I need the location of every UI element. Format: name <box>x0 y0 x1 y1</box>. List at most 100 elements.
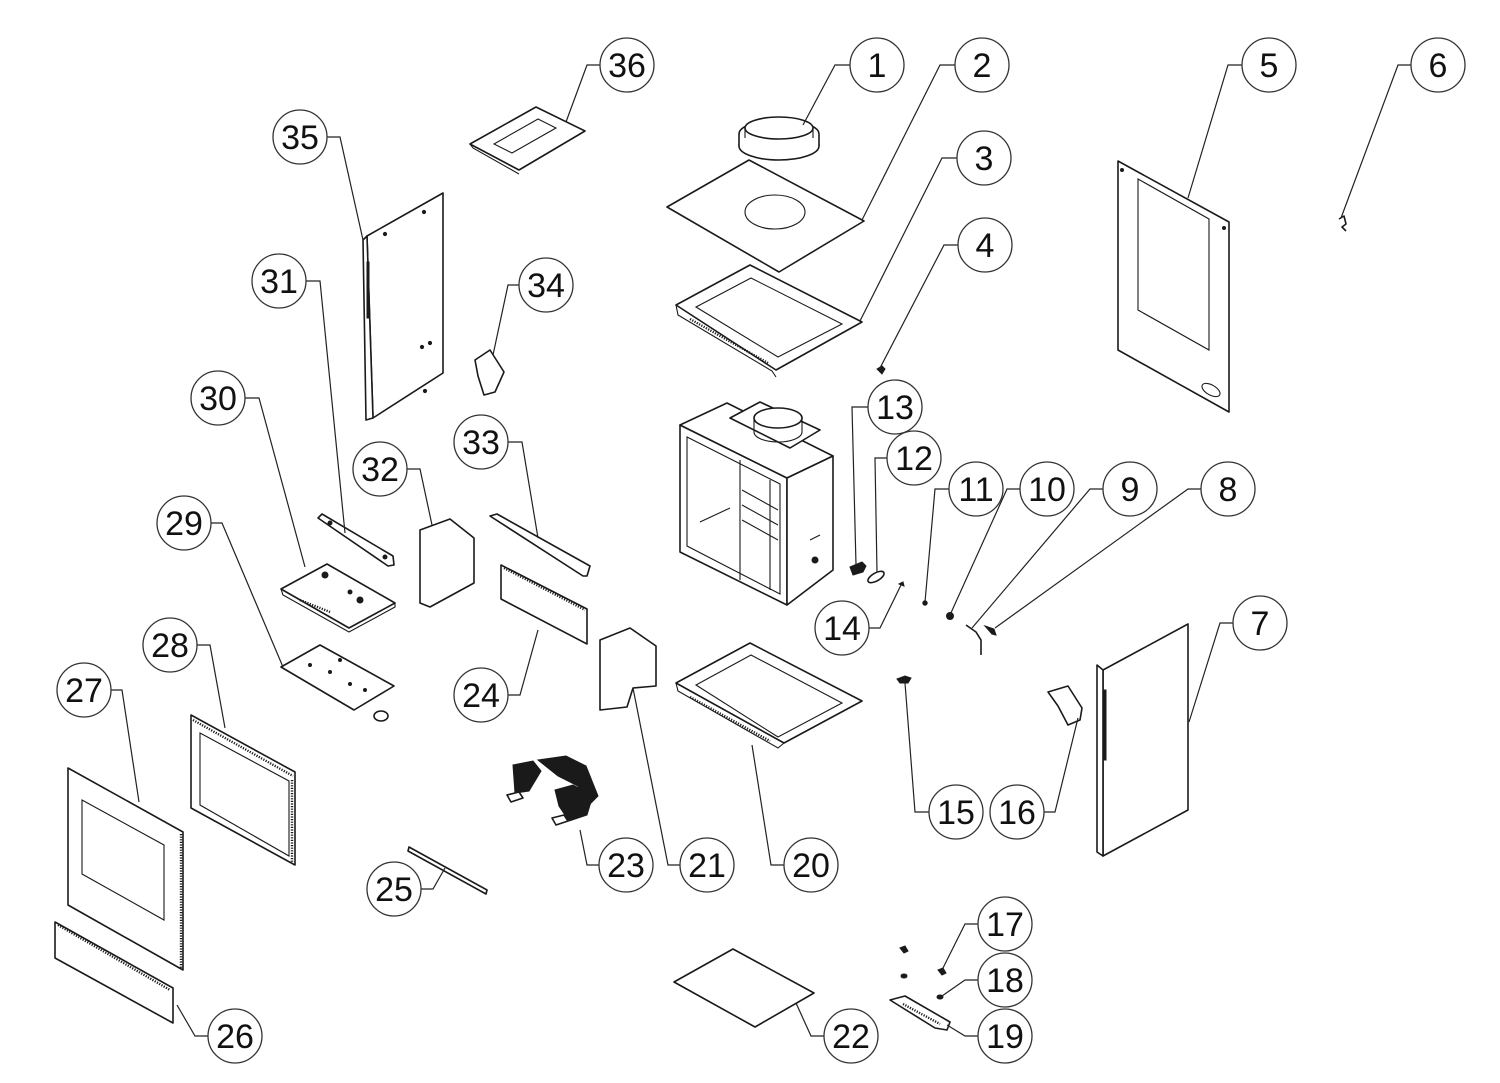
leader-10 <box>949 488 1021 616</box>
callout-18[interactable]: 18 <box>977 952 1033 1008</box>
leader-19 <box>946 1024 978 1037</box>
parts-layer <box>54 106 1347 1031</box>
callout-10[interactable]: 10 <box>1019 461 1075 517</box>
callout-2[interactable]: 2 <box>954 37 1010 93</box>
callout-9[interactable]: 9 <box>1102 461 1158 517</box>
callout-34[interactable]: 34 <box>518 257 574 313</box>
part-rear-panel <box>1117 160 1230 413</box>
leader-11 <box>924 488 950 603</box>
part-base-frame <box>675 642 863 749</box>
callout-31[interactable]: 31 <box>251 253 307 309</box>
leader-2 <box>861 64 956 221</box>
callout-label: 32 <box>361 451 399 489</box>
part-top-plate <box>666 159 865 273</box>
leader-14 <box>868 584 902 629</box>
callout-20[interactable]: 20 <box>783 837 839 893</box>
callout-11[interactable]: 11 <box>948 461 1004 517</box>
part-pin <box>965 624 982 655</box>
leader-33 <box>507 441 539 539</box>
callout-label: 12 <box>895 440 933 478</box>
part-left-side-panel <box>362 192 444 421</box>
callout-label: 6 <box>1429 47 1448 85</box>
leader-3 <box>859 157 958 322</box>
callout-label: 9 <box>1121 471 1140 509</box>
part-connector <box>849 561 867 576</box>
part-front-fascia <box>67 767 184 971</box>
leader-28 <box>197 644 226 729</box>
callout-14[interactable]: 14 <box>814 600 870 656</box>
callout-19[interactable]: 19 <box>977 1008 1033 1064</box>
leader-29 <box>210 522 284 668</box>
callout-label: 5 <box>1260 47 1279 85</box>
callout-label: 2 <box>973 47 992 85</box>
callout-21[interactable]: 21 <box>679 837 735 893</box>
callout-30[interactable]: 30 <box>190 370 246 426</box>
leader-4 <box>879 244 959 369</box>
callout-27[interactable]: 27 <box>56 662 112 718</box>
leader-13 <box>851 406 868 566</box>
callout-3[interactable]: 3 <box>956 130 1012 186</box>
callout-label: 22 <box>832 1018 870 1056</box>
callout-7[interactable]: 7 <box>1232 595 1288 651</box>
callout-36[interactable]: 36 <box>599 37 655 93</box>
callout-6[interactable]: 6 <box>1410 37 1466 93</box>
part-top-frame <box>675 264 863 378</box>
callout-label: 18 <box>986 962 1024 1000</box>
callout-24[interactable]: 24 <box>453 667 509 723</box>
callout-label: 8 <box>1219 471 1238 509</box>
leader-21 <box>632 687 681 866</box>
leader-1 <box>802 64 850 126</box>
callout-label: 25 <box>375 871 413 909</box>
callout-label: 30 <box>199 380 237 418</box>
callout-label: 31 <box>260 263 298 301</box>
leader-7 <box>1188 622 1235 723</box>
callout-label: 11 <box>958 471 993 509</box>
part-right-side-panel <box>1096 623 1189 857</box>
callout-label: 24 <box>462 677 500 715</box>
part-screw-14 <box>897 581 905 587</box>
callout-15[interactable]: 15 <box>928 784 984 840</box>
callout-35[interactable]: 35 <box>272 109 328 165</box>
callout-label: 34 <box>527 267 565 305</box>
leader-34 <box>492 284 520 356</box>
leader-24 <box>507 629 539 696</box>
callout-32[interactable]: 32 <box>352 441 408 497</box>
callout-label: 26 <box>216 1018 254 1056</box>
part-burner-tray <box>280 644 395 722</box>
callout-17[interactable]: 17 <box>977 896 1033 952</box>
part-fastener <box>896 675 912 684</box>
leader-8 <box>994 488 1202 629</box>
leader-30 <box>245 397 306 568</box>
callout-label: 20 <box>792 847 830 885</box>
callout-28[interactable]: 28 <box>142 617 198 673</box>
callout-label: 10 <box>1028 471 1066 509</box>
callout-13[interactable]: 13 <box>867 379 923 435</box>
part-side-baffle-right <box>599 627 657 711</box>
callout-26[interactable]: 26 <box>207 1008 263 1064</box>
callout-12[interactable]: 12 <box>886 430 942 486</box>
leader-9 <box>971 488 1104 629</box>
callout-8[interactable]: 8 <box>1200 461 1256 517</box>
part-top-cover <box>469 106 586 175</box>
callout-23[interactable]: 23 <box>598 837 654 893</box>
part-firebox <box>679 401 834 606</box>
part-burner-assembly <box>280 563 396 633</box>
part-washer-10 <box>946 612 954 620</box>
part-base-plate <box>673 948 815 1028</box>
callout-22[interactable]: 22 <box>823 1008 879 1064</box>
callout-16[interactable]: 16 <box>989 784 1045 840</box>
callout-label: 16 <box>998 794 1036 832</box>
callout-33[interactable]: 33 <box>453 414 509 470</box>
callout-5[interactable]: 5 <box>1241 37 1297 93</box>
callout-label: 1 <box>868 47 887 85</box>
callout-4[interactable]: 4 <box>957 217 1013 273</box>
callout-label: 19 <box>986 1018 1024 1056</box>
leader-31 <box>305 280 346 534</box>
leader-25 <box>420 867 446 890</box>
callout-25[interactable]: 25 <box>366 861 422 917</box>
callout-29[interactable]: 29 <box>156 495 212 551</box>
callout-label: 35 <box>281 119 319 157</box>
callout-1[interactable]: 1 <box>849 37 905 93</box>
part-flue-collar <box>738 116 820 161</box>
